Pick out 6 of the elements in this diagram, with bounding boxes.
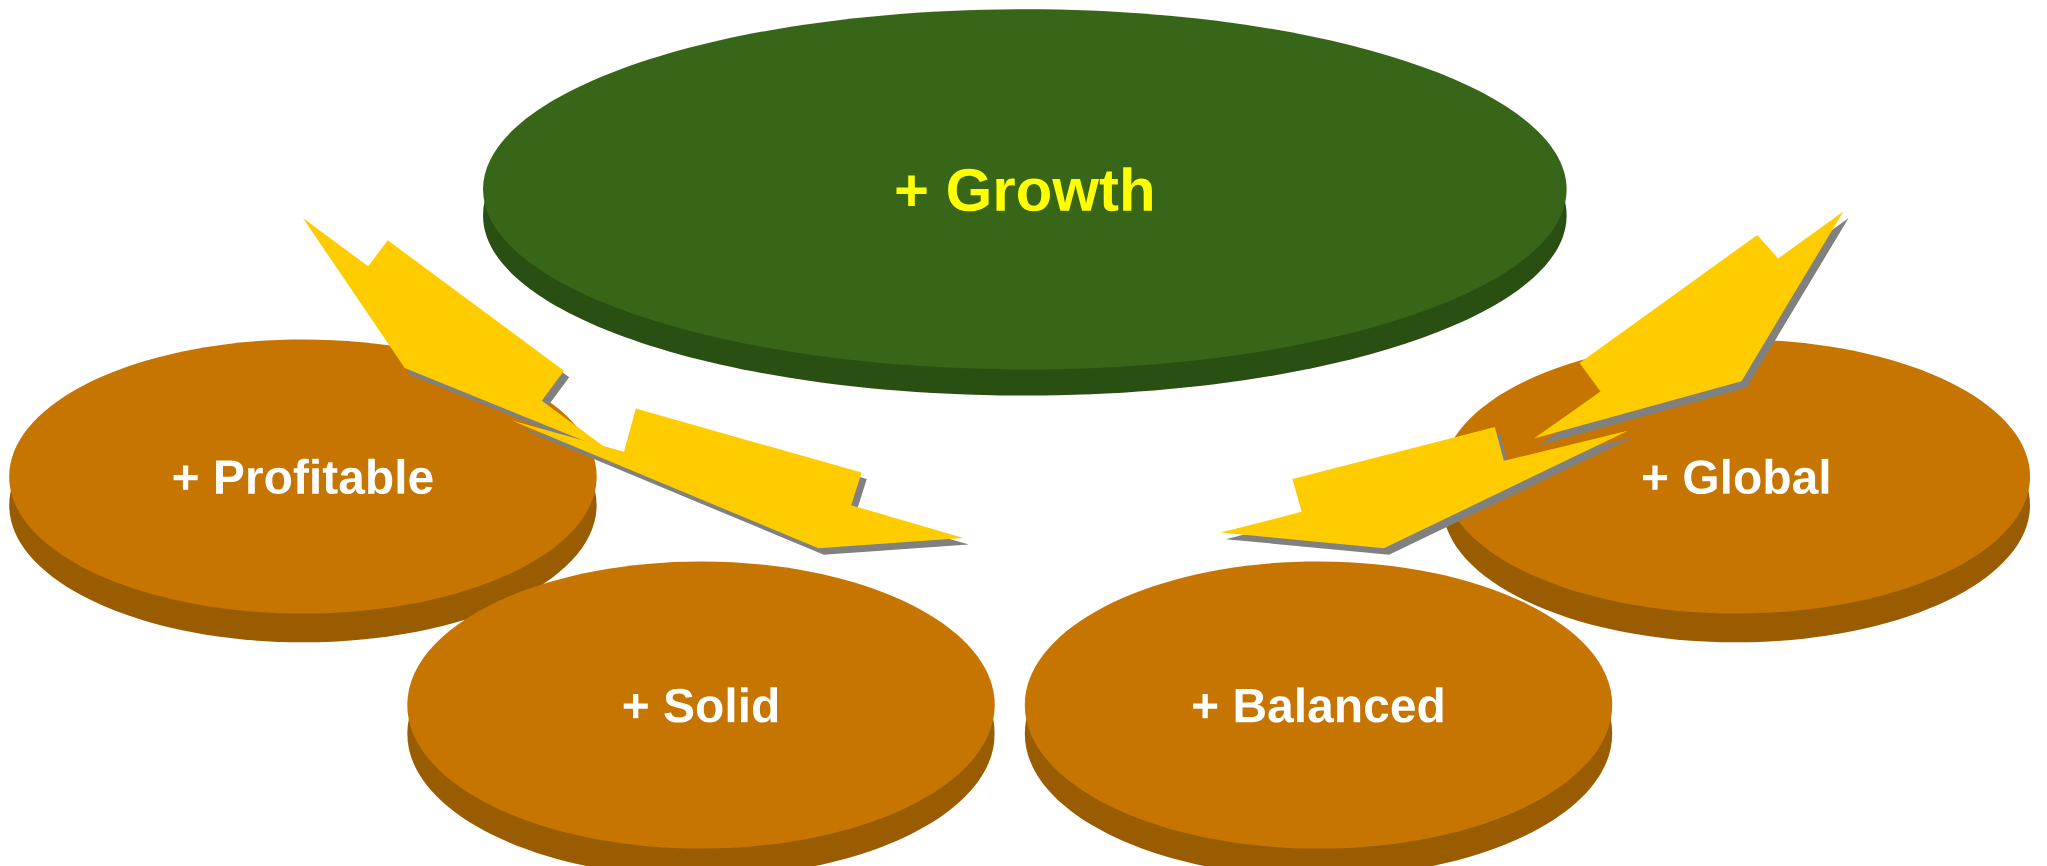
lightning-arrow	[511, 408, 969, 555]
lightning-arrow	[1220, 426, 1634, 555]
lightning-arrow	[1533, 211, 1849, 446]
ellipse-disc: + Balanced	[1024, 561, 1613, 866]
ellipse-disc: + Solid	[407, 561, 995, 866]
ellipse-disc: + Growth	[483, 9, 1567, 396]
